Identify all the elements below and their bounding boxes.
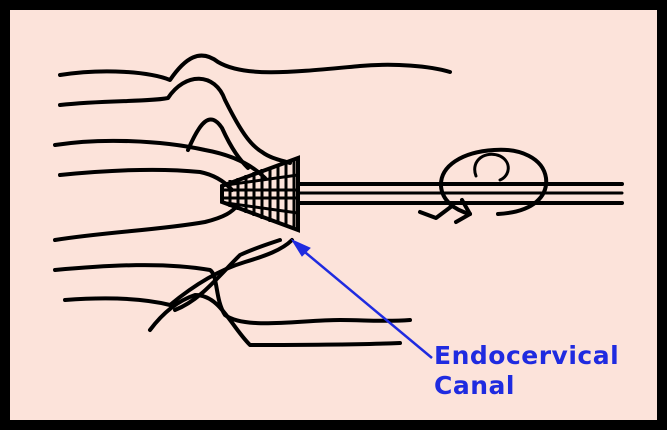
tissue-contour-7 [65, 240, 292, 305]
os-lower-lip [175, 240, 280, 310]
annotation-label-line2: Canal [434, 372, 515, 400]
tissue-contour-4 [60, 170, 232, 190]
annotation-label-line1: Endocervical [434, 342, 619, 370]
tissue-contour-5 [55, 205, 238, 240]
brush-bristles-icon [222, 158, 298, 230]
tissue-contour-2 [60, 79, 290, 163]
annotation-pointer [292, 240, 432, 358]
tissue-contour-1 [60, 56, 450, 80]
